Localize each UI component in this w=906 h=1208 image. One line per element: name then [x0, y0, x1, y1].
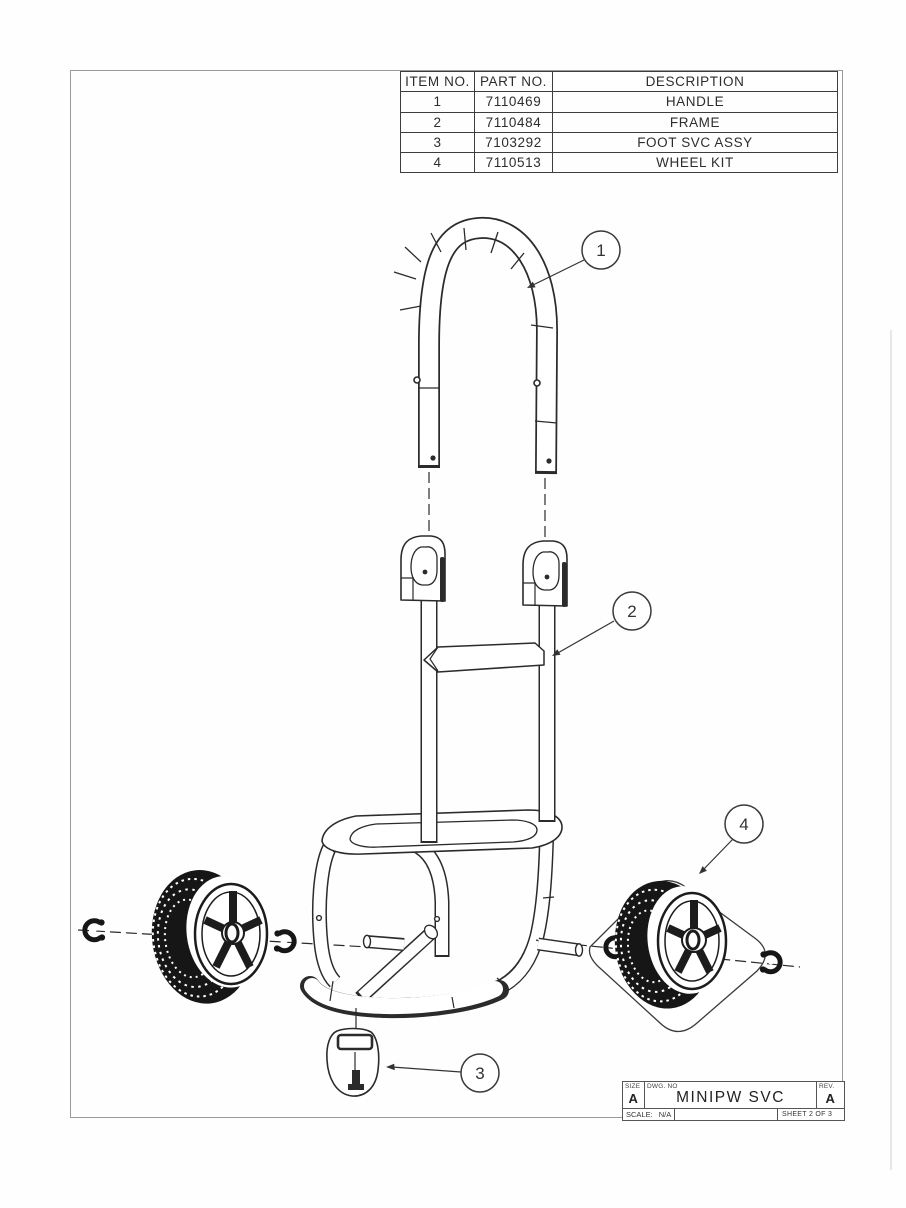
scan-edge-shadow	[890, 330, 892, 1170]
callout-2: 2	[552, 591, 652, 656]
table-row: 3 7103292 FOOT SVC ASSY	[400, 131, 838, 154]
cell-item-no: 3	[400, 131, 475, 154]
cell-item-no: 1	[400, 91, 475, 113]
sheet-value: SHEET 2 OF 3	[782, 1111, 833, 1118]
callout-number-2: 2	[627, 602, 636, 621]
callout-number-3: 3	[475, 1064, 484, 1083]
table-row: 4 7110513 WHEEL KIT	[400, 152, 838, 174]
col-header-description: DESCRIPTION	[552, 70, 838, 93]
col-header-item-no: ITEM NO.	[400, 70, 475, 93]
cell-part-no: 7103292	[474, 131, 553, 154]
cell-part-no: 7110484	[474, 111, 553, 133]
frame-part	[300, 535, 584, 1019]
parts-table-header-row: ITEM NO. PART NO. DESCRIPTION	[400, 70, 838, 93]
dwg-no-value: MINIPW SVC	[676, 1089, 785, 1106]
centerlines	[77, 472, 546, 948]
title-block-sheet-cell: SHEET 2 OF 3	[778, 1109, 844, 1120]
rev-label: REV.	[819, 1083, 835, 1090]
title-block-blank-cell	[675, 1109, 778, 1120]
callout-number-4: 4	[739, 815, 748, 834]
wheel-left	[85, 870, 294, 1004]
title-block: SIZE A DWG. NO MINIPW SVC REV. A SCALE: …	[622, 1081, 845, 1121]
cell-description: HANDLE	[552, 91, 838, 113]
handle-part	[393, 217, 559, 475]
foot-part	[326, 1008, 380, 1097]
title-block-size-cell: SIZE A	[623, 1082, 645, 1108]
title-block-rev-cell: REV. A	[817, 1082, 844, 1108]
cell-part-no: 7110469	[474, 91, 553, 113]
scale-value: N/A	[658, 1110, 672, 1119]
table-row: 2 7110484 FRAME	[400, 111, 838, 133]
parts-table: ITEM NO. PART NO. DESCRIPTION 1 7110469 …	[400, 70, 838, 174]
table-row: 1 7110469 HANDLE	[400, 91, 838, 113]
cell-item-no: 2	[400, 111, 475, 133]
sheet-border	[70, 70, 843, 1118]
wheel-kit-right	[559, 880, 801, 1033]
rev-value: A	[825, 1091, 836, 1106]
title-block-scale-cell: SCALE: N/A	[623, 1109, 675, 1120]
cell-part-no: 7110513	[474, 152, 553, 174]
callout-1: 1	[527, 230, 621, 288]
cell-description: FRAME	[552, 111, 838, 133]
scale-label: SCALE:	[626, 1110, 653, 1119]
col-header-part-no: PART NO.	[474, 70, 553, 93]
callout-number-1: 1	[596, 241, 605, 260]
cell-description: WHEEL KIT	[552, 152, 838, 174]
callout-4: 4	[699, 804, 764, 874]
cell-description: FOOT SVC ASSY	[552, 131, 838, 154]
size-label: SIZE	[625, 1083, 641, 1090]
dwg-no-label: DWG. NO	[647, 1083, 678, 1090]
title-block-dwg-cell: DWG. NO MINIPW SVC	[645, 1082, 817, 1108]
callouts: 1 2 3 4	[386, 230, 764, 1093]
callout-3: 3	[386, 1053, 500, 1093]
size-value: A	[628, 1091, 639, 1106]
cell-item-no: 4	[400, 152, 475, 174]
